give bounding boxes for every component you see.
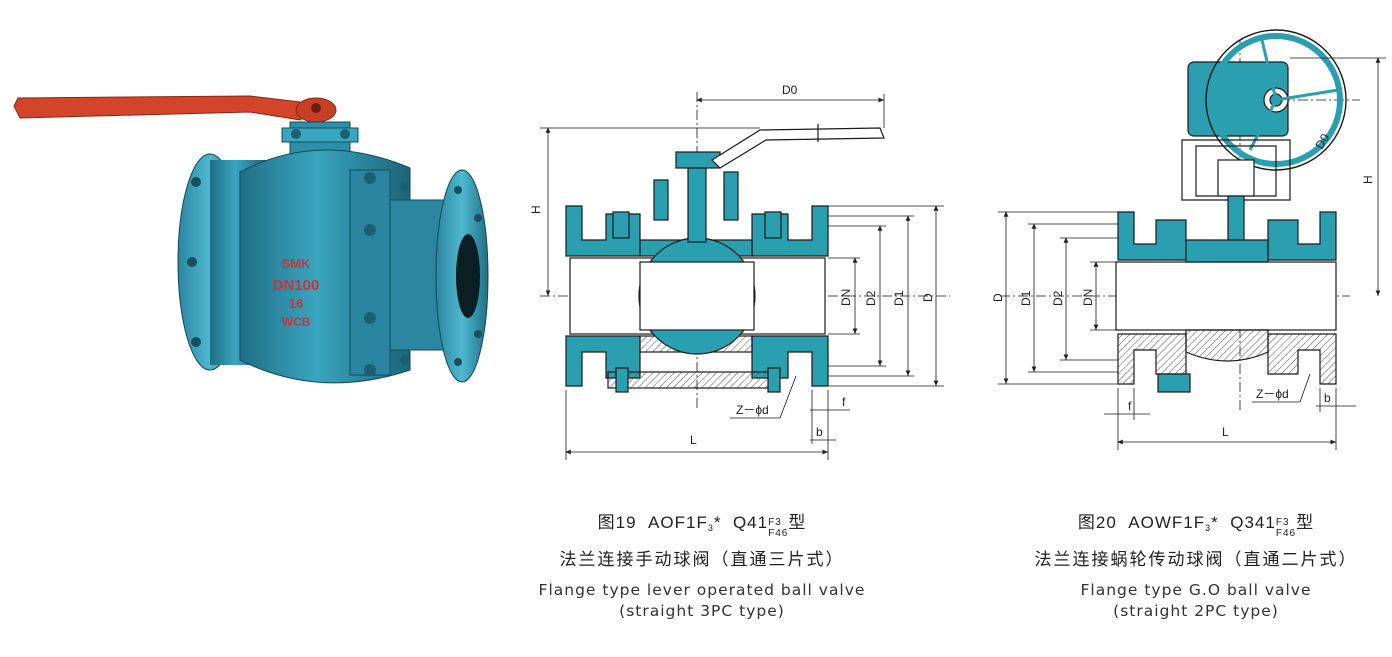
- fig20-model-sup-bottom: 46: [1282, 528, 1297, 539]
- fig19-fig-label: 图19: [597, 513, 637, 532]
- fig20-dim-D: D: [991, 293, 1005, 302]
- fig20-dim-f: f: [1128, 399, 1132, 413]
- fig19-dim-Z: Z－ϕd: [736, 403, 769, 417]
- fig20-dim-b: b: [1324, 391, 1331, 405]
- fig19-model-star: *: [713, 513, 722, 532]
- fig19-dim-DN: DN: [839, 289, 853, 306]
- fig20-title-en: Flange type G.O ball valve (straight 2PC…: [1010, 580, 1382, 622]
- valve-photo: SMK DN100 16 WCB: [13, 95, 489, 384]
- fig20-model-sup-top: 3: [1282, 517, 1290, 528]
- fig20-drawing: [998, 29, 1386, 450]
- fig19-dim-D: D: [921, 293, 935, 302]
- fig19-model-suffix: 型: [788, 513, 807, 532]
- body-marking-material: WCB: [282, 315, 311, 329]
- fig20-title-en-line1: Flange type G.O ball valve: [1080, 581, 1312, 599]
- fig19-title-en-line1: Flange type lever operated ball valve: [538, 581, 866, 599]
- fig20-dim-D1: D1: [1019, 290, 1033, 306]
- fig19-dim-D2: D2: [864, 290, 878, 306]
- fig20-title-cn: 法兰连接蜗轮传动球阀（直通二片式）: [1034, 550, 1358, 569]
- fig19-title-en: Flange type lever operated ball valve (s…: [510, 580, 894, 622]
- fig20-fig-label: 图20: [1077, 513, 1117, 532]
- fig20-dim-D2: D2: [1051, 290, 1065, 306]
- fig20-title-en-line2: (straight 2PC type): [1113, 602, 1279, 620]
- fig19-drawing: [540, 92, 950, 460]
- fig19-model-sup-top: 3: [775, 517, 782, 528]
- body-marking-pressure: 16: [289, 296, 303, 311]
- body-marking-size: DN100: [273, 277, 320, 294]
- fig20-model-suffix: 型: [1296, 513, 1315, 532]
- fig19-dim-f: f: [842, 395, 846, 409]
- fig19-title-cn: 法兰连接手动球阀（直通三片式）: [559, 550, 845, 569]
- fig20-dim-labels: D0 H D D1 D2 DN Z－ϕd f b L: [991, 131, 1375, 439]
- fig20-model-mid: Q341: [1230, 513, 1276, 532]
- fig19-dim-labels: D0 H DN D2 D1 D Z－ϕd f b L: [529, 83, 935, 447]
- fig20-model-sub: 3: [1205, 523, 1212, 533]
- fig20-dim-L: L: [1222, 425, 1229, 439]
- fig19-dim-b: b: [816, 425, 823, 439]
- lever-handle: [13, 95, 311, 121]
- fig19-model-prefix: AOF1F: [648, 513, 708, 532]
- fig20-dim-DN: DN: [1081, 289, 1095, 306]
- fig19-dim-D1: D1: [892, 290, 906, 306]
- fig19-model-sup-bottom: 46: [775, 528, 789, 539]
- fig19-title-en-line2: (straight 3PC type): [619, 602, 785, 620]
- fig20-dim-Z: Z－ϕd: [1256, 387, 1289, 401]
- fig19-model-mid: Q41: [732, 513, 769, 532]
- fig19-dim-D0: D0: [782, 83, 798, 97]
- body-marking-brand: SMK: [282, 256, 312, 271]
- fig20-model-prefix: AOWF1F: [1128, 513, 1206, 532]
- fig20-dim-H: H: [1361, 175, 1375, 184]
- fig19-dim-L: L: [690, 433, 697, 447]
- fig19-model-sub: 3: [707, 523, 714, 533]
- fig19-dim-H: H: [529, 205, 543, 214]
- fig20-model-star: *: [1211, 513, 1219, 532]
- fig20-dim-D0: D0: [1312, 131, 1332, 152]
